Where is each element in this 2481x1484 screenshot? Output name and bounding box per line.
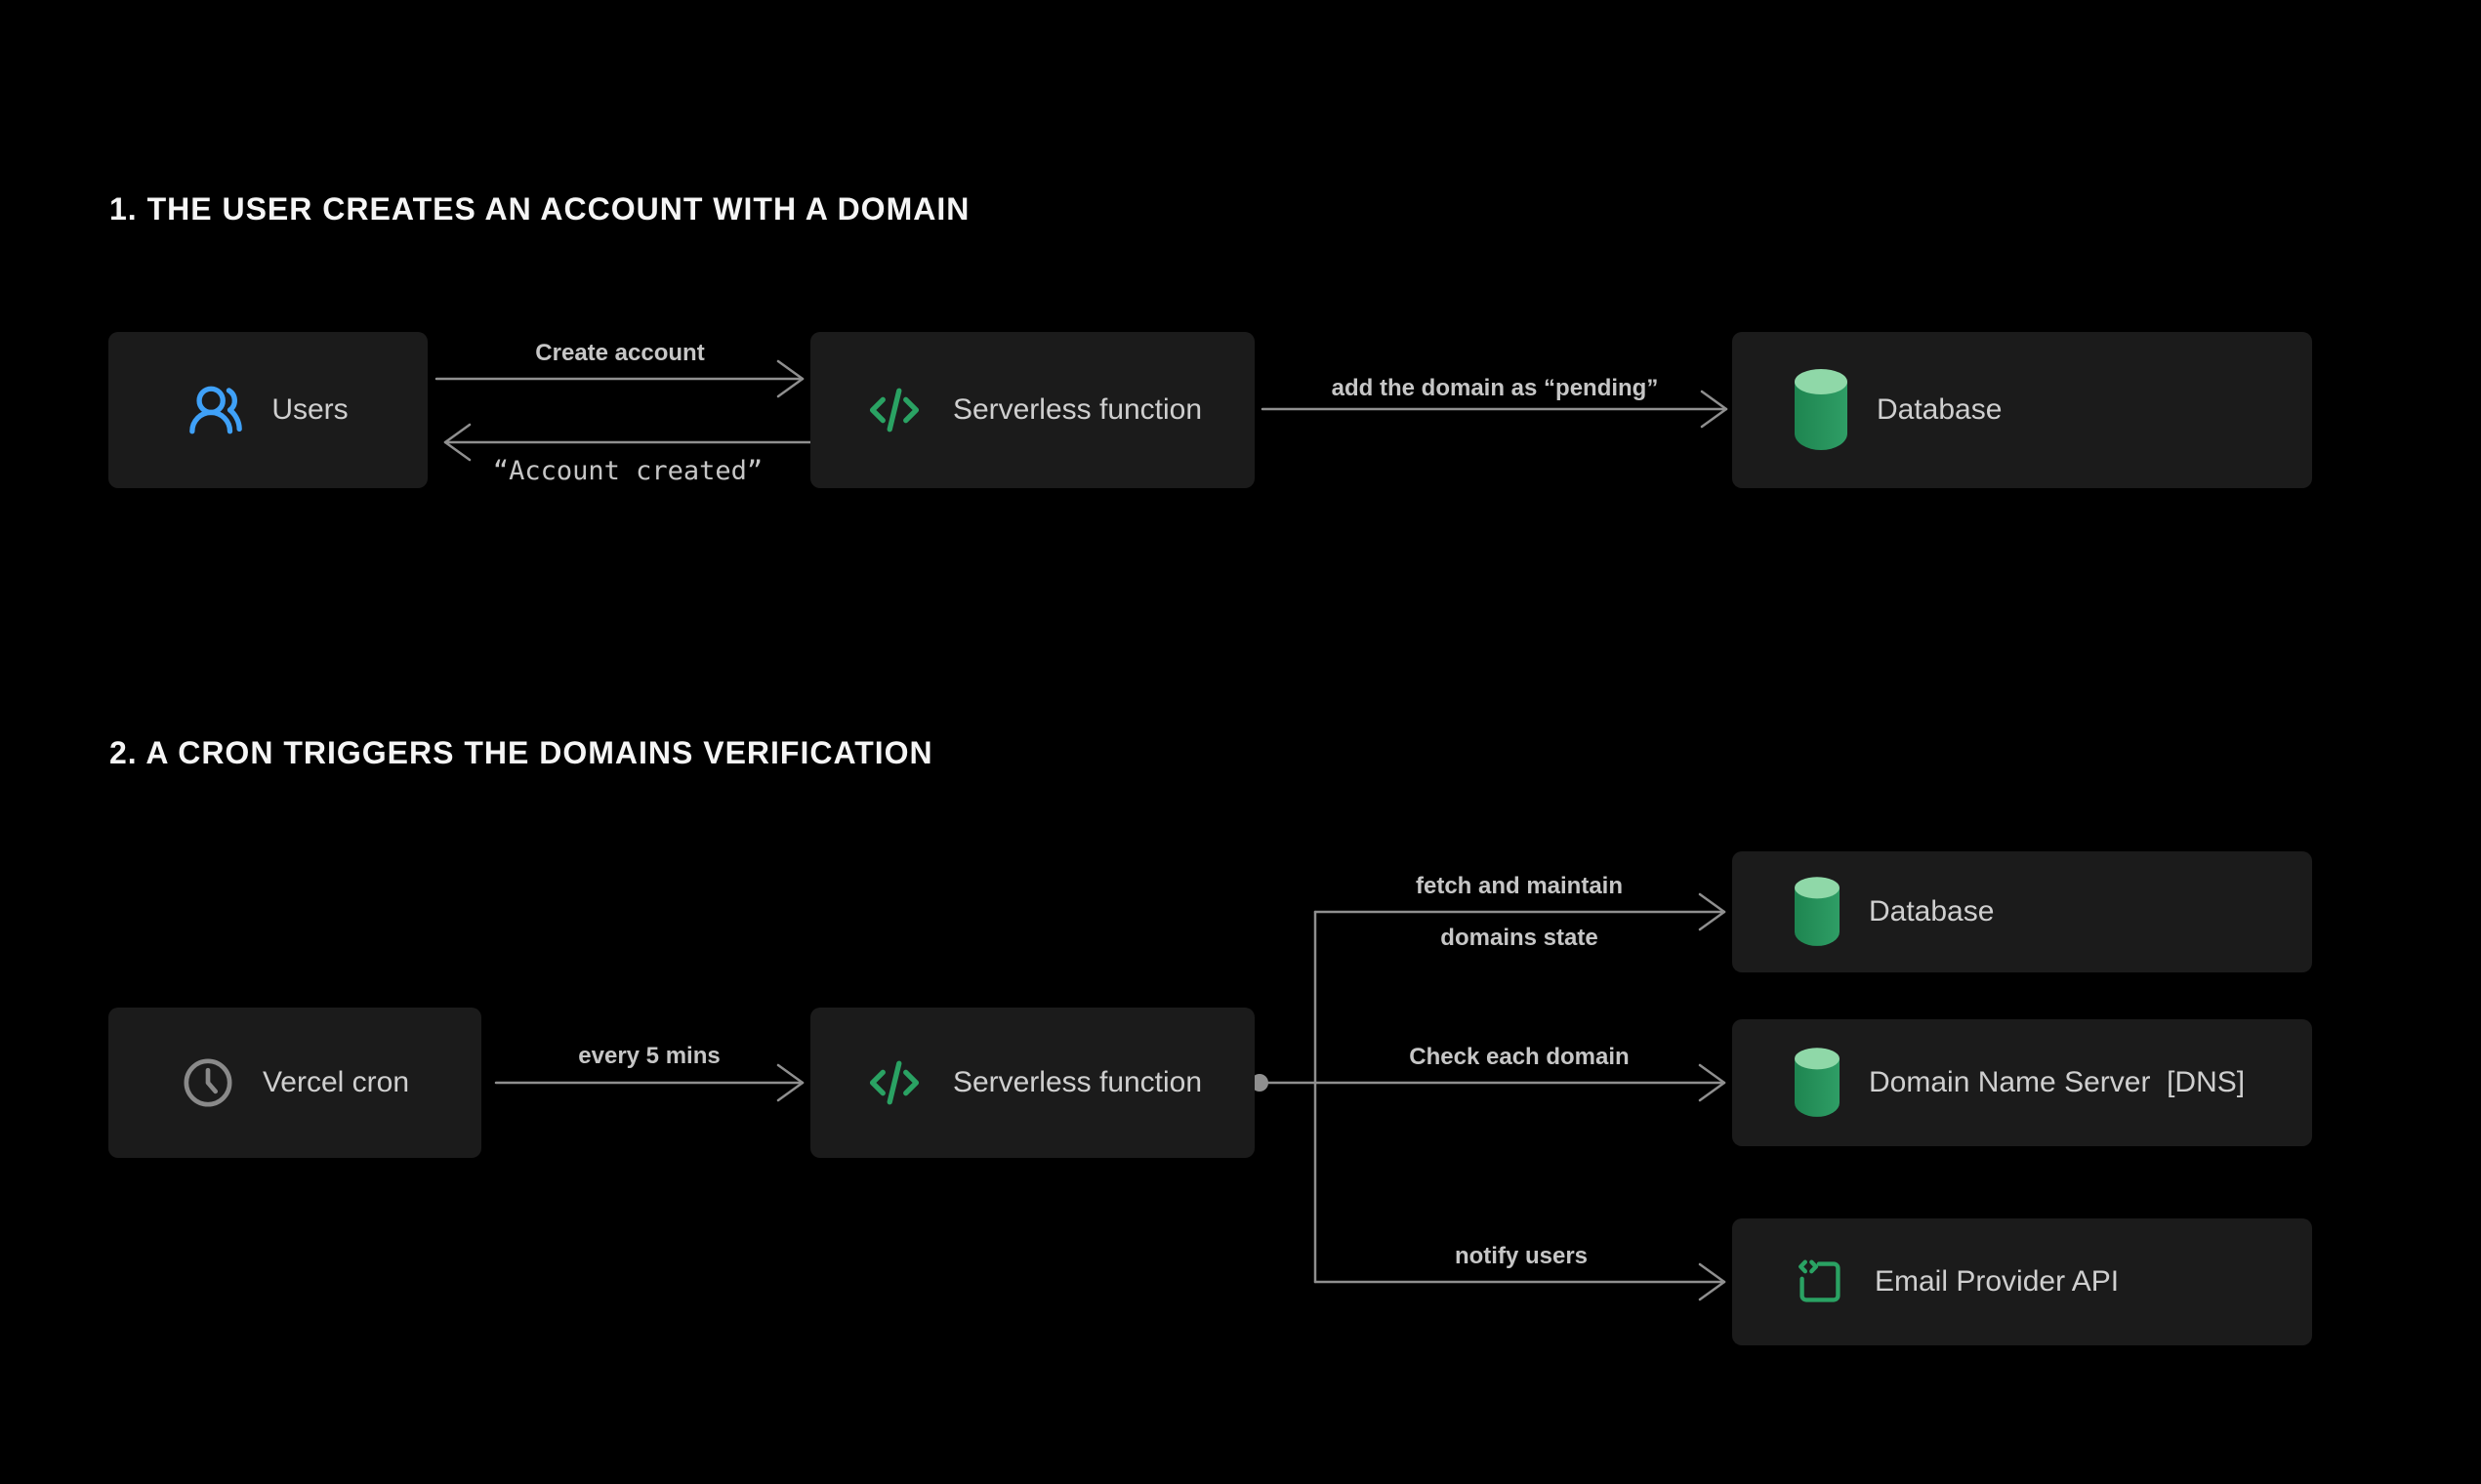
account-created-arrow <box>443 423 812 462</box>
create-account-edge-label: Create account <box>535 340 705 366</box>
users-node-label: Users <box>271 393 349 426</box>
serverless-node-label: Serverless function <box>952 393 1203 426</box>
database-node-label: Database <box>1877 393 2003 426</box>
notify-users-edge-label: notify users <box>1454 1243 1589 1269</box>
database-icon <box>1795 1048 1840 1118</box>
vercel-cron-node-label: Vercel cron <box>262 1066 410 1098</box>
add-pending-edge-label: add the domain as “pending” <box>1331 375 1659 401</box>
database-node-label: Database <box>1869 895 1995 928</box>
clock-icon <box>181 1055 235 1110</box>
dns-node: Domain Name Server [DNS] <box>1732 1019 2312 1146</box>
serverless-function-node-2: Serverless function <box>810 1008 1255 1158</box>
every-5-mins-arrow <box>494 1063 805 1102</box>
every-5-mins-edge-label: every 5 mins <box>578 1043 721 1069</box>
database-icon <box>1795 369 1847 451</box>
section-1-title: 1. THE USER CREATES AN ACCOUNT WITH A DO… <box>109 191 971 227</box>
database-node-1: Database <box>1732 332 2312 488</box>
email-provider-node-label: Email Provider API <box>1875 1265 2120 1298</box>
database-node-2: Database <box>1732 851 2312 972</box>
database-icon <box>1795 877 1840 947</box>
serverless-function-node-1: Serverless function <box>810 332 1255 488</box>
email-provider-node: Email Provider API <box>1732 1218 2312 1345</box>
email-code-icon <box>1795 1257 1845 1307</box>
section-2-title: 2. A CRON TRIGGERS THE DOMAINS VERIFICAT… <box>109 735 933 770</box>
fetch-maintain-edge-label-line1: fetch and maintain <box>1415 873 1624 899</box>
check-each-domain-edge-label: Check each domain <box>1409 1044 1630 1070</box>
account-created-edge-label: “Account created” <box>492 456 764 486</box>
serverless-node-label: Serverless function <box>952 1066 1203 1098</box>
dns-node-label: Domain Name Server [DNS] <box>1869 1066 2246 1098</box>
code-icon <box>863 1051 926 1114</box>
fetch-maintain-edge-label-line2: domains state <box>1440 925 1598 951</box>
vercel-cron-node: Vercel cron <box>108 1008 481 1158</box>
users-icon <box>187 382 244 438</box>
code-icon <box>863 379 926 441</box>
users-node: Users <box>108 332 428 488</box>
